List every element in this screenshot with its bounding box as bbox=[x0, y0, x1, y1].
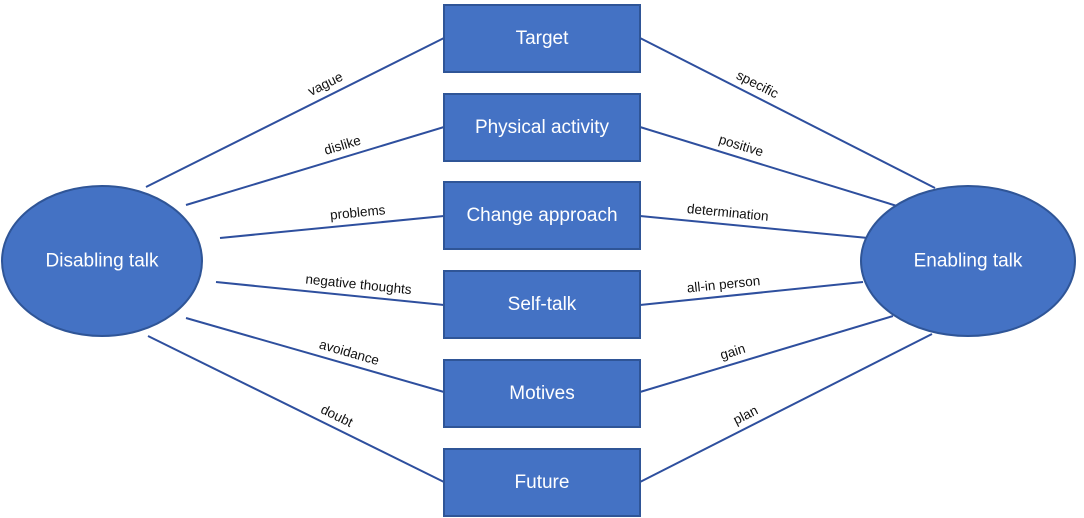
edge-left-2 bbox=[185, 126, 445, 206]
edge-label-right-3: determination bbox=[686, 201, 769, 224]
box-label-3: Change approach bbox=[466, 205, 617, 226]
box-1 bbox=[443, 4, 641, 73]
edge-left-1 bbox=[145, 37, 445, 188]
box-4 bbox=[443, 270, 641, 339]
edge-label-right-2: positive bbox=[717, 132, 765, 160]
box-6 bbox=[443, 448, 641, 517]
box-label-5: Motives bbox=[509, 383, 574, 404]
edge-label-left-6: doubt bbox=[318, 402, 355, 431]
edge-left-6 bbox=[147, 335, 445, 483]
edge-label-left-1: vague bbox=[306, 69, 346, 99]
box-label-6: Future bbox=[515, 472, 570, 493]
edge-left-4 bbox=[215, 281, 445, 306]
enabling-talk-node-label: Enabling talk bbox=[914, 251, 1023, 272]
edge-left-3 bbox=[219, 215, 445, 239]
edge-left-5 bbox=[185, 317, 445, 393]
box-label-1: Target bbox=[516, 28, 570, 49]
edge-right-6 bbox=[639, 333, 933, 483]
edge-label-right-4: all-in person bbox=[686, 273, 761, 295]
box-3 bbox=[443, 181, 641, 250]
box-label-2: Physical activity bbox=[475, 117, 610, 138]
edge-label-right-5: gain bbox=[718, 341, 747, 363]
edge-right-4 bbox=[639, 281, 864, 306]
enabling-talk-node bbox=[860, 185, 1076, 337]
edge-right-3 bbox=[639, 215, 869, 239]
edge-right-1 bbox=[639, 37, 936, 189]
edge-right-2 bbox=[639, 126, 898, 207]
edge-label-right-1: specific bbox=[734, 67, 781, 101]
edge-right-5 bbox=[639, 315, 894, 393]
edge-label-left-5: avoidance bbox=[318, 337, 381, 368]
disabling-talk-node-label: Disabling talk bbox=[46, 251, 159, 272]
box-5 bbox=[443, 359, 641, 428]
box-label-4: Self-talk bbox=[508, 294, 577, 315]
box-2 bbox=[443, 93, 641, 162]
disabling-talk-node bbox=[1, 185, 203, 337]
edge-label-left-3: problems bbox=[329, 202, 386, 222]
